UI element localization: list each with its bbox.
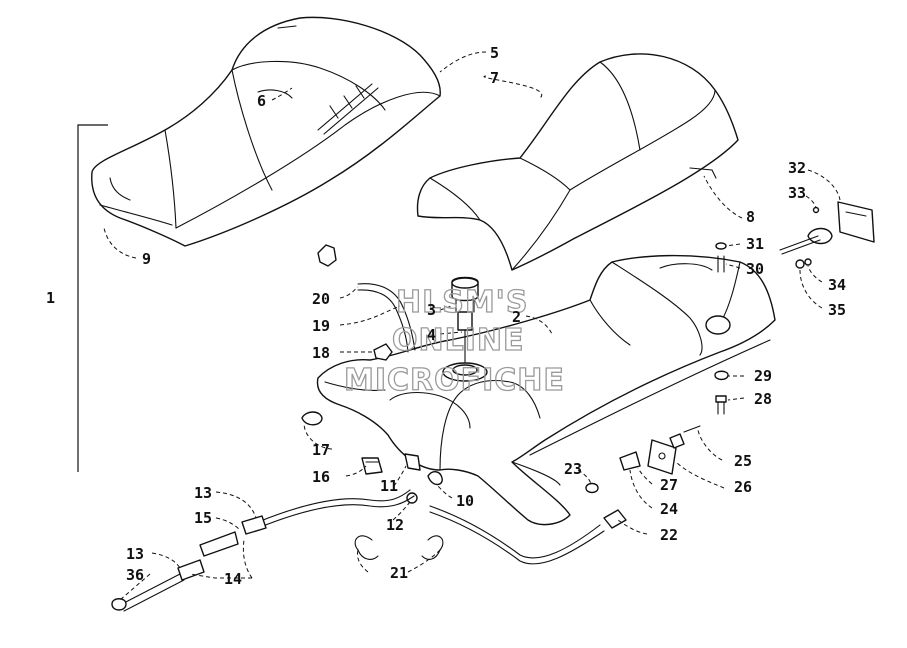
callout-10: 10	[456, 492, 474, 510]
callout-21: 21	[390, 564, 408, 582]
callout-29: 29	[754, 367, 772, 385]
callout-13a: 13	[194, 484, 212, 502]
callout-16: 16	[312, 468, 330, 486]
hose-clamps	[354, 535, 444, 560]
right-hardware	[647, 201, 875, 475]
seat-decal	[317, 83, 379, 135]
callout-6: 6	[257, 92, 266, 110]
callout-9: 9	[142, 250, 151, 268]
callout-28: 28	[754, 390, 772, 408]
watermark-line-1: HLSM'S	[396, 285, 528, 320]
callout-12: 12	[386, 516, 404, 534]
callout-32: 32	[788, 159, 806, 177]
mounting-hardware	[301, 411, 443, 504]
callout-15: 15	[194, 509, 212, 527]
callout-23: 23	[564, 460, 582, 478]
callout-7: 7	[490, 69, 499, 87]
choke-cable	[429, 451, 641, 565]
watermark: HLSM'S ONLINE MICROFICHE	[343, 284, 565, 398]
callout-11: 11	[380, 477, 398, 495]
callout-14: 14	[224, 570, 242, 588]
callout-19: 19	[312, 317, 330, 335]
callout-20: 20	[312, 290, 330, 308]
watermark-line-2: ONLINE	[392, 323, 525, 358]
callout-31: 31	[746, 235, 764, 253]
callout-36: 36	[126, 566, 144, 584]
assembly-bracket	[77, 124, 108, 472]
seat-cover	[416, 53, 739, 271]
callout-34: 34	[828, 276, 846, 294]
watermark-line-3: MICROFICHE	[344, 363, 565, 398]
callout-5: 5	[490, 44, 499, 62]
callout-2: 2	[512, 308, 521, 326]
callout-22: 22	[660, 526, 678, 544]
callout-27: 27	[660, 476, 678, 494]
callout-4: 4	[427, 326, 436, 344]
callout-3: 3	[427, 301, 436, 319]
throttle-cable	[111, 489, 415, 612]
callout-26: 26	[734, 478, 752, 496]
callouts: 1 2 3 4 5 6 7 8 9 10 11 12 13 13 14 15 1…	[46, 44, 846, 588]
fuel-cap	[451, 276, 479, 363]
callout-33: 33	[788, 184, 806, 202]
fuel-tank-chassis	[316, 254, 776, 526]
vent-hose	[317, 244, 416, 361]
callout-25: 25	[734, 452, 752, 470]
callout-24: 24	[660, 500, 678, 518]
leader-lines	[103, 51, 841, 601]
callout-13b: 13	[126, 545, 144, 563]
callout-35: 35	[828, 301, 846, 319]
callout-1: 1	[46, 289, 55, 307]
callout-30: 30	[746, 260, 764, 278]
seat-assembly	[91, 16, 441, 247]
callout-18: 18	[312, 344, 330, 362]
callout-17: 17	[312, 441, 330, 459]
callout-8: 8	[746, 208, 755, 226]
